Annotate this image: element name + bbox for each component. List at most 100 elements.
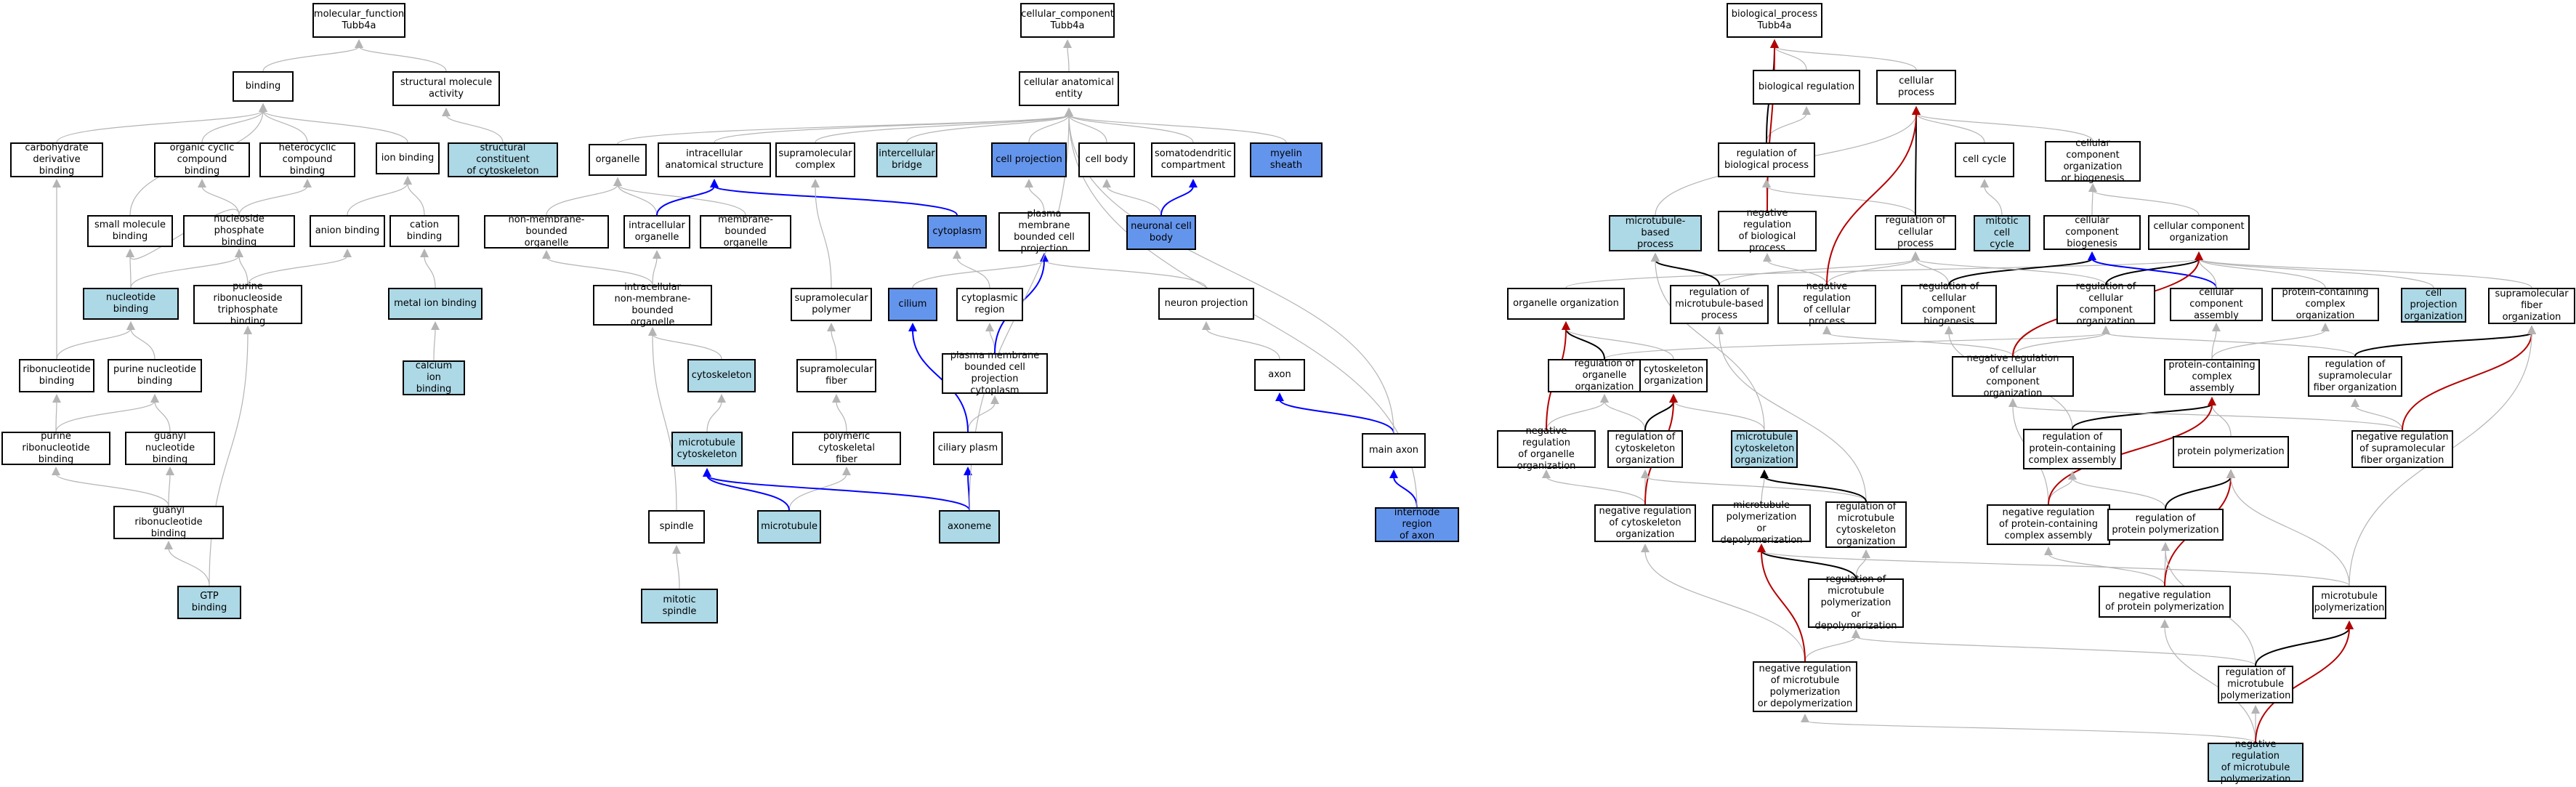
term-node-organelle-organization[interactable]: organelle organization bbox=[1507, 288, 1625, 320]
term-node-regulation-of-cellular-component-biogenesis[interactable]: regulation of cellular component biogene… bbox=[1901, 281, 1997, 327]
term-node-cytoplasmic-region[interactable]: cytoplasmic region bbox=[956, 288, 1023, 321]
term-node-cc-root[interactable]: cellular_component Tubb4a bbox=[1020, 3, 1115, 38]
term-node-negative-regulation-of-protein-polymerization[interactable]: negative regulation of protein polymeriz… bbox=[2099, 586, 2231, 618]
term-node-regulation-of-microtubule-cytoskeleton-organization[interactable]: regulation of microtubule cytoskeleton o… bbox=[1825, 501, 1907, 548]
term-node-cytoskeleton[interactable]: cytoskeleton bbox=[687, 359, 756, 392]
term-node-microtubule-cytoskeleton[interactable]: microtubule cytoskeleton bbox=[671, 432, 743, 467]
term-node-calcium-ion-binding[interactable]: calcium ion binding bbox=[403, 360, 465, 395]
term-node-purine-ribonucleoside-triphosphate-binding[interactable]: purine ribonucleoside triphosphate bindi… bbox=[193, 281, 302, 327]
term-node-plasma-membrane-bounded-cell-projection[interactable]: plasma membrane bounded cell projection bbox=[998, 209, 1090, 254]
term-node-gtp-binding[interactable]: GTP binding bbox=[177, 586, 241, 619]
term-node-binding[interactable]: binding bbox=[233, 71, 294, 102]
term-node-cell-cycle[interactable]: cell cycle bbox=[1955, 142, 2014, 177]
term-node-membrane-bounded-organelle[interactable]: membrane-bounded organelle bbox=[700, 214, 791, 249]
edge-arrowhead bbox=[1641, 469, 1650, 478]
term-node-internode-region-of-axon[interactable]: internode region of axon bbox=[1375, 507, 1459, 542]
term-node-guanyl-nucleotide-binding[interactable]: guanyl nucleotide binding bbox=[125, 431, 215, 465]
term-node-negative-regulation-of-organelle-organization[interactable]: negative regulation of organelle organiz… bbox=[1497, 426, 1596, 472]
term-node-regulation-of-cytoskeleton-organization[interactable]: regulation of cytoskeleton organization bbox=[1607, 430, 1683, 468]
term-node-cellular-component-organization[interactable]: cellular component organization bbox=[2148, 215, 2250, 250]
term-node-cytoskeleton-organization[interactable]: cytoskeleton organization bbox=[1639, 359, 1708, 392]
term-node-microtubule-polymerization-or-depolymerization[interactable]: microtubule polymerization or depolymeri… bbox=[1712, 500, 1811, 546]
term-node-organic-cyclic-compound-binding[interactable]: organic cyclic compound binding bbox=[154, 142, 250, 177]
term-node-mitotic-spindle[interactable]: mitotic spindle bbox=[641, 589, 718, 623]
term-node-protein-containing-complex-organization[interactable]: protein-containing complex organization bbox=[2272, 287, 2379, 321]
term-node-negative-regulation-of-cytoskeleton-organization[interactable]: negative regulation of cytoskeleton orga… bbox=[1594, 504, 1696, 542]
term-node-regulation-of-microtubule-based-process[interactable]: regulation of microtubule-based process bbox=[1670, 285, 1769, 324]
term-node-spindle[interactable]: spindle bbox=[648, 510, 705, 544]
term-node-purine-nucleotide-binding[interactable]: purine nucleotide binding bbox=[108, 359, 202, 392]
term-node-pm-bounded-cell-projection-cytoplasm[interactable]: plasma membrane bounded cell projection … bbox=[942, 350, 1048, 396]
term-node-protein-containing-complex-assembly[interactable]: protein-containing complex assembly bbox=[2164, 359, 2260, 395]
term-node-negative-regulation-of-cellular-component-organization[interactable]: negative regulation of cellular componen… bbox=[1952, 353, 2074, 399]
term-node-cellular-component-organization-or-biogenesis[interactable]: cellular component organization or bioge… bbox=[2045, 138, 2141, 184]
term-node-intracellular-non-membrane-bounded-organelle[interactable]: intracellular non-membrane-bounded organ… bbox=[593, 282, 712, 328]
term-node-cation-binding[interactable]: cation binding bbox=[389, 215, 459, 247]
term-node-bp-root[interactable]: biological_process Tubb4a bbox=[1727, 3, 1822, 38]
term-node-regulation-of-protein-containing-complex-assembly[interactable]: regulation of protein-containing complex… bbox=[2023, 429, 2122, 469]
term-node-intracellular-organelle[interactable]: intracellular organelle bbox=[623, 215, 690, 249]
term-node-negative-regulation-of-cellular-process[interactable]: negative regulation of cellular process bbox=[1777, 281, 1876, 327]
term-node-neuronal-cell-body[interactable]: neuronal cell body bbox=[1126, 215, 1196, 250]
term-node-microtubule[interactable]: microtubule bbox=[757, 510, 821, 544]
term-node-small-molecule-binding[interactable]: small molecule binding bbox=[87, 215, 173, 247]
term-node-nucleotide-binding[interactable]: nucleotide binding bbox=[83, 288, 179, 320]
term-node-metal-ion-binding[interactable]: metal ion binding bbox=[388, 288, 483, 320]
term-node-negative-regulation-of-biological-process[interactable]: negative regulation of biological proces… bbox=[1718, 208, 1817, 254]
term-node-purine-ribonucleotide-binding[interactable]: purine ribonucleotide binding bbox=[1, 431, 110, 465]
term-node-myelin-sheath[interactable]: myelin sheath bbox=[1250, 142, 1323, 177]
term-node-microtubule-polymerization[interactable]: microtubule polymerization bbox=[2312, 586, 2386, 619]
term-node-regulation-of-cellular-process[interactable]: regulation of cellular process bbox=[1875, 215, 1956, 250]
term-node-guanyl-ribonucleotide-binding[interactable]: guanyl ribonucleotide binding bbox=[113, 505, 224, 539]
term-node-axoneme[interactable]: axoneme bbox=[939, 510, 1000, 544]
term-node-ion-binding[interactable]: ion binding bbox=[376, 142, 440, 174]
term-node-ribonucleotide-binding[interactable]: ribonucleotide binding bbox=[19, 359, 94, 392]
term-node-neuron-projection[interactable]: neuron projection bbox=[1158, 288, 1254, 320]
term-node-polymeric-cytoskeletal-fiber[interactable]: polymeric cytoskeletal fiber bbox=[792, 431, 901, 465]
term-node-cellular-process[interactable]: cellular process bbox=[1876, 70, 1956, 105]
term-node-regulation-of-biological-process[interactable]: regulation of biological process bbox=[1718, 142, 1815, 177]
term-node-intercellular-bridge[interactable]: intercellular bridge bbox=[876, 142, 937, 177]
term-node-regulation-of-microtubule-polymerization[interactable]: regulation of microtubule polymerization bbox=[2218, 666, 2293, 703]
term-node-biological-regulation[interactable]: biological regulation bbox=[1753, 70, 1860, 105]
term-node-main-axon[interactable]: main axon bbox=[1362, 433, 1426, 468]
term-node-ciliary-plasm[interactable]: ciliary plasm bbox=[933, 432, 1003, 465]
term-node-regulation-of-microtubule-polymerization-or-depolymerization[interactable]: regulation of microtubule polymerization… bbox=[1808, 574, 1904, 631]
term-node-intracellular-anatomical-structure[interactable]: intracellular anatomical structure bbox=[658, 142, 771, 177]
term-node-mf-root[interactable]: molecular_function Tubb4a bbox=[312, 3, 405, 38]
term-node-negative-regulation-of-supramolecular-fiber-organization[interactable]: negative regulation of supramolecular fi… bbox=[2351, 430, 2453, 468]
term-node-supramolecular-polymer[interactable]: supramolecular polymer bbox=[791, 288, 872, 321]
term-node-structural-molecule-activity[interactable]: structural molecule activity bbox=[392, 71, 500, 106]
term-node-axon[interactable]: axon bbox=[1254, 359, 1305, 391]
term-node-cell-projection[interactable]: cell projection bbox=[991, 142, 1067, 177]
term-node-mitotic-cell-cycle[interactable]: mitotic cell cycle bbox=[1974, 215, 2030, 251]
term-node-cell-body[interactable]: cell body bbox=[1078, 142, 1135, 177]
term-node-supramolecular-fiber-organization[interactable]: supramolecular fiber organization bbox=[2488, 288, 2575, 324]
term-node-somatodendritic-compartment[interactable]: somatodendritic compartment bbox=[1151, 142, 1235, 177]
term-node-protein-polymerization[interactable]: protein polymerization bbox=[2173, 436, 2289, 468]
term-node-regulation-of-supramolecular-fiber-organization[interactable]: regulation of supramolecular fiber organ… bbox=[2308, 356, 2402, 397]
term-node-negative-regulation-of-protein-containing-complex-assembly[interactable]: negative regulation of protein-containin… bbox=[1987, 504, 2110, 545]
term-node-anion-binding[interactable]: anion binding bbox=[310, 215, 385, 247]
term-node-cellular-anatomical-entity[interactable]: cellular anatomical entity bbox=[1019, 71, 1119, 106]
edge-arrowhead bbox=[1862, 549, 1870, 558]
term-node-regulation-of-protein-polymerization[interactable]: regulation of protein polymerization bbox=[2107, 509, 2224, 541]
term-node-negative-regulation-of-microtubule-polymerization[interactable]: negative regulation of microtubule polym… bbox=[2208, 739, 2304, 785]
term-node-cytoplasm[interactable]: cytoplasm bbox=[927, 215, 987, 249]
term-node-supramolecular-complex[interactable]: supramolecular complex bbox=[775, 142, 855, 177]
term-node-regulation-of-cellular-component-organization[interactable]: regulation of cellular component organiz… bbox=[2056, 281, 2155, 327]
term-node-carbohydrate-derivative-binding[interactable]: carbohydrate derivative binding bbox=[10, 142, 103, 177]
term-node-structural-constituent-of-cytoskeleton[interactable]: structural constituent of cytoskeleton bbox=[448, 142, 558, 177]
term-node-non-membrane-bounded-organelle[interactable]: non-membrane-bounded organelle bbox=[484, 214, 609, 249]
term-node-cell-projection-organization[interactable]: cell projection organization bbox=[2401, 288, 2466, 323]
term-node-supramolecular-fiber[interactable]: supramolecular fiber bbox=[796, 359, 876, 392]
term-node-cellular-component-biogenesis[interactable]: cellular component biogenesis bbox=[2043, 215, 2141, 250]
term-node-nucleoside-phosphate-binding[interactable]: nucleoside phosphate binding bbox=[183, 214, 295, 248]
term-node-negative-regulation-of-microtubule-polymerization-or-depolymerization[interactable]: negative regulation of microtubule polym… bbox=[1753, 661, 1857, 712]
term-node-cellular-component-assembly[interactable]: cellular component assembly bbox=[2170, 287, 2263, 321]
term-node-microtubule-cytoskeleton-organization[interactable]: microtubule cytoskeleton organization bbox=[1731, 430, 1798, 468]
term-node-heterocyclic-compound-binding[interactable]: heterocyclic compound binding bbox=[259, 142, 355, 177]
term-node-cilium[interactable]: cilium bbox=[888, 288, 937, 321]
term-node-organelle[interactable]: organelle bbox=[589, 144, 647, 176]
term-node-microtubule-based-process[interactable]: microtubule-based process bbox=[1609, 215, 1702, 251]
